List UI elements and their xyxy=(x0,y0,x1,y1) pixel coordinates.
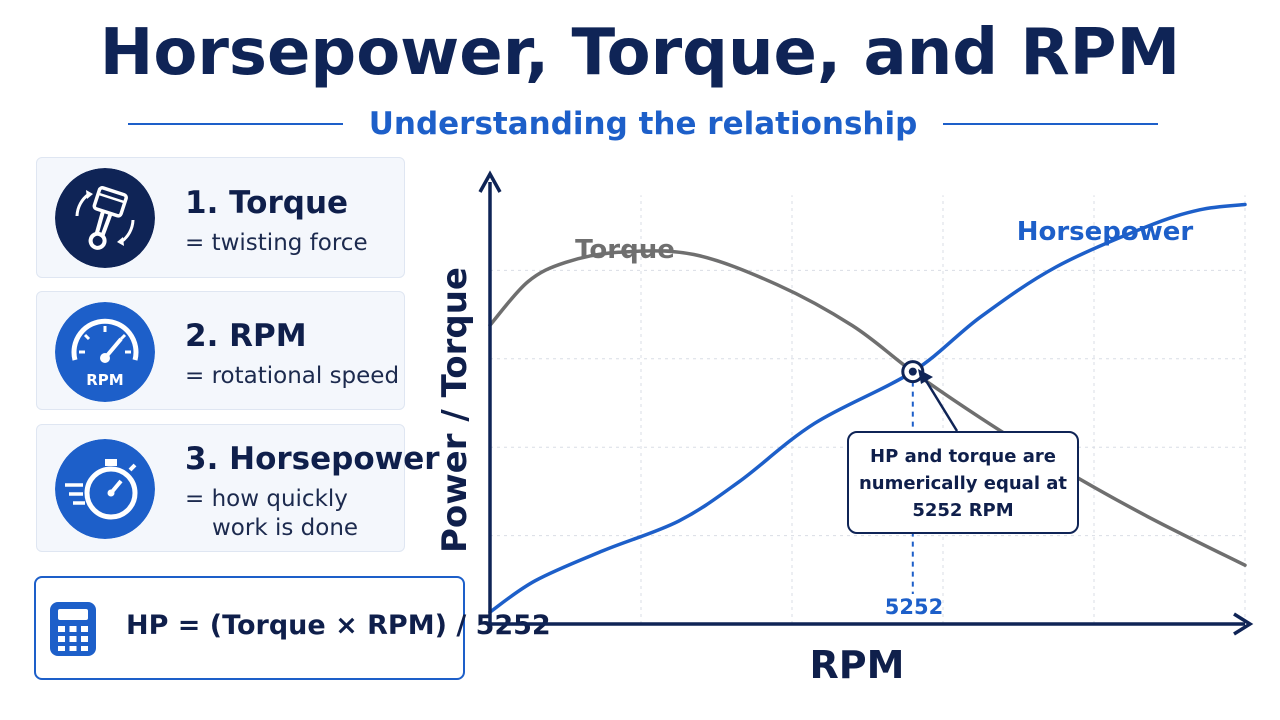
x-axis-arrow xyxy=(1233,612,1254,636)
page-title: Horsepower, Torque, and RPM xyxy=(99,16,1181,90)
subtitle-row: Understanding the relationship xyxy=(128,102,1158,146)
crossing-point-center xyxy=(908,367,917,376)
card-description: = rotational speed xyxy=(185,363,400,389)
stopwatch-icon xyxy=(55,439,155,539)
calculator-icon xyxy=(50,602,96,656)
card-title: 1. Torque xyxy=(185,185,349,221)
horsepower-card: 3. Horsepower = how quickly work is done xyxy=(36,424,440,552)
x-axis-label: RPM xyxy=(810,643,905,687)
y-axis-arrow xyxy=(478,170,502,193)
horsepower-series-line xyxy=(488,202,1247,614)
annotation-line-2: numerically equal at xyxy=(859,473,1067,494)
rpm-gauge-icon: RPM xyxy=(55,302,155,402)
annotation-box xyxy=(847,431,1079,534)
torque-series-line xyxy=(488,249,1247,567)
annotation-line-1: HP and torque are xyxy=(870,446,1056,467)
subtitle-rule-right xyxy=(943,123,1158,125)
rpm-card: RPM 2. RPM = rotational speed xyxy=(36,291,405,410)
x-tick-label-5252: 5252 xyxy=(885,595,943,619)
horsepower-series-label: Horsepower xyxy=(1017,217,1194,247)
card-description-line-2: work is done xyxy=(212,515,359,541)
page-subtitle: Understanding the relationship xyxy=(368,106,918,142)
torque-card: 1. Torque = twisting force xyxy=(36,157,405,278)
formula-box: HP = (Torque × RPM) / 5252 xyxy=(34,576,551,680)
chart-grid xyxy=(490,195,1246,624)
torque-series-label: Torque xyxy=(575,235,675,265)
piston-rotation-icon xyxy=(55,168,155,268)
chart-series-layer xyxy=(488,202,1247,614)
formula-text: HP = (Torque × RPM) / 5252 xyxy=(126,610,551,641)
subtitle-rule-left xyxy=(128,123,343,125)
rpm-icon-text: RPM xyxy=(86,371,123,389)
card-description: = how quickly xyxy=(185,486,348,512)
annotation-arrow-line xyxy=(923,378,959,432)
y-axis-label: Power / Torque xyxy=(435,267,475,553)
chart: RPM Power / Torque Torque Horsepower 525… xyxy=(435,170,1254,687)
card-title: 3. Horsepower xyxy=(185,441,440,477)
card-title: 2. RPM xyxy=(185,318,307,354)
card-description: = twisting force xyxy=(185,230,368,256)
annotation-line-3: 5252 RPM xyxy=(912,500,1013,521)
annotation-arrow-head xyxy=(918,369,933,384)
